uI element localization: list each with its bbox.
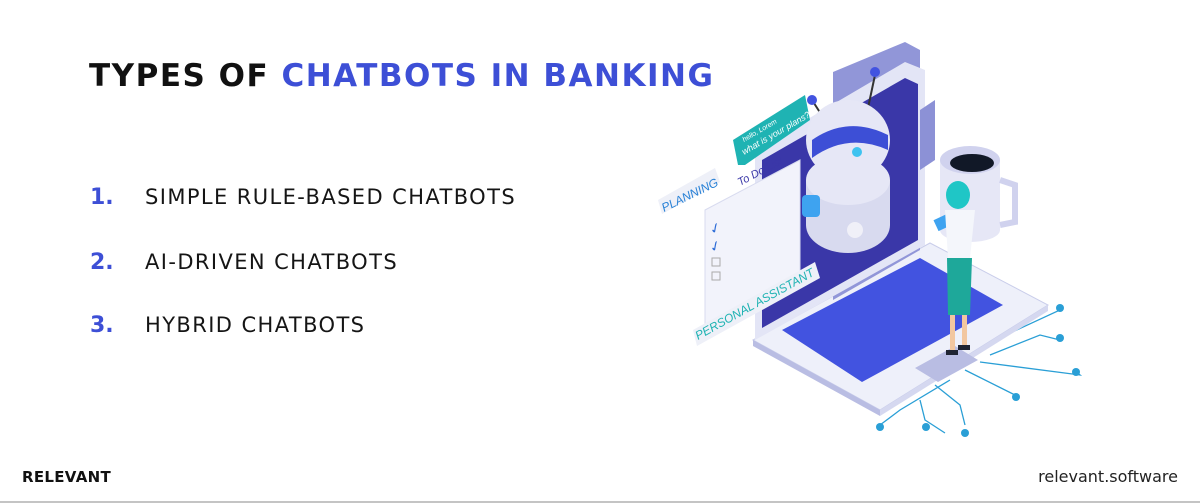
- circuit-dots: [876, 304, 1080, 437]
- chatbot-laptop-illustration: To Do List ✓ ✓ PLANNING PERSONAL ASSISTA…: [658, 42, 1083, 437]
- title-prefix: TYPES OF: [89, 58, 282, 94]
- touchpad: [915, 346, 978, 382]
- item-number: 1.: [90, 184, 114, 210]
- brand-logo: RELEVANT: [22, 468, 111, 486]
- item-label: SIMPLE RULE-BASED CHATBOTS: [145, 185, 517, 209]
- checkbox-icon: [711, 271, 721, 281]
- robot-icon: [802, 67, 890, 253]
- item-label: AI-DRIVEN CHATBOTS: [145, 250, 399, 274]
- list-item: 3. HYBRID CHATBOTS: [90, 308, 365, 342]
- checkbox-icon: [711, 257, 721, 267]
- title-accent: CHATBOTS IN BANKING: [281, 58, 715, 94]
- list-item: 1. SIMPLE RULE-BASED CHATBOTS: [90, 180, 516, 214]
- bottom-divider: [0, 501, 1200, 503]
- page-title: TYPES OF CHATBOTS IN BANKING: [89, 58, 714, 94]
- item-number: 3.: [90, 312, 114, 338]
- woman-figure: [933, 181, 975, 355]
- item-label: HYBRID CHATBOTS: [145, 313, 366, 337]
- item-number: 2.: [90, 249, 114, 275]
- website-link[interactable]: relevant.software: [1038, 467, 1178, 486]
- list-item: 2. AI-DRIVEN CHATBOTS: [90, 245, 398, 279]
